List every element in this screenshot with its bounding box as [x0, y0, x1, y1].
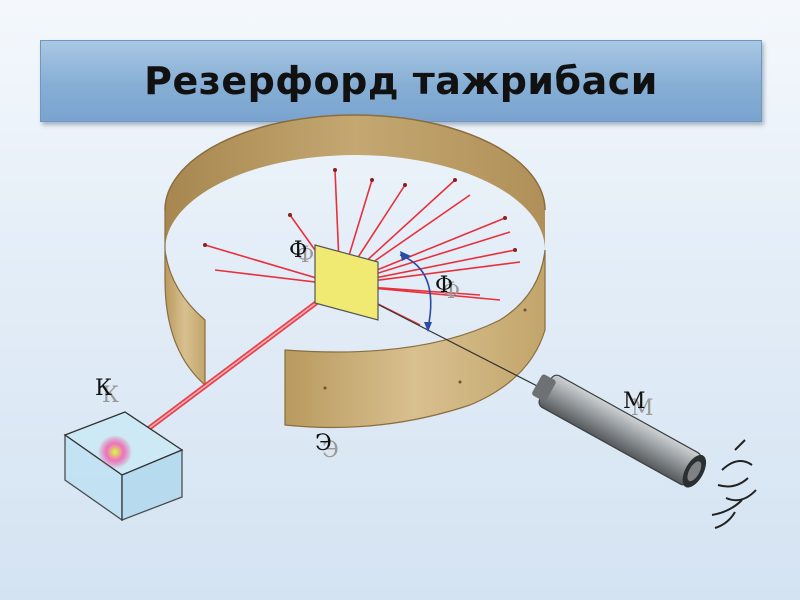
microscope-label-shadow: М: [631, 396, 654, 421]
screen-label: Э: [315, 431, 332, 456]
screen-label-shadow: Э: [322, 438, 339, 463]
radioactive-source-box: [63, 411, 184, 522]
scattering-angle-arc: [399, 251, 432, 332]
angle-label: Φ: [435, 273, 453, 298]
cylinder-screen-back: [164, 114, 546, 250]
angle-label-shadow: Φ: [442, 279, 460, 304]
foil-label-shadow: Ф: [296, 243, 314, 268]
gold-foil: [314, 244, 379, 321]
slide-title: Резерфорд тажрибаси: [144, 59, 658, 103]
title-banner: Резерфорд тажрибаси: [40, 40, 762, 122]
microscope: [532, 374, 707, 488]
cylinder-screen-front-right: [284, 249, 546, 429]
observer-eye-icon: [711, 439, 757, 529]
radiation-glow: [98, 435, 132, 469]
ray-impact-dots: [203, 168, 517, 252]
foil-label: Ф: [289, 238, 307, 263]
cylinder-screen-front-left: [164, 210, 206, 387]
source-label: К: [95, 376, 112, 401]
source-label-shadow: К: [102, 383, 119, 408]
microscope-label: М: [623, 389, 646, 414]
